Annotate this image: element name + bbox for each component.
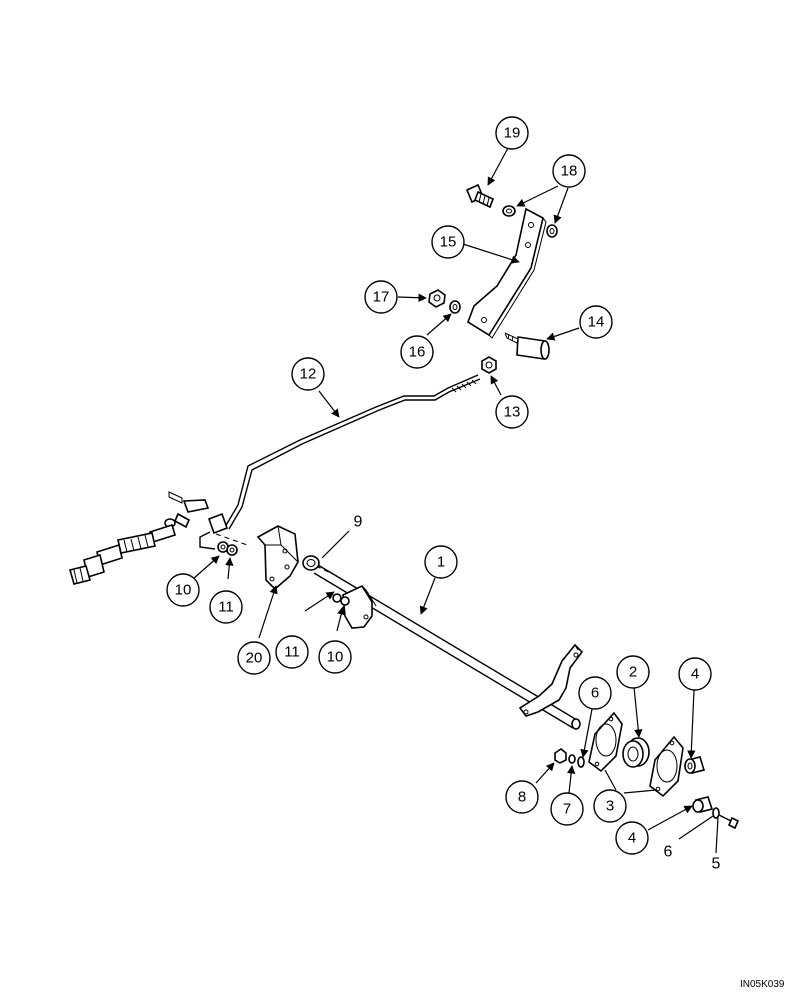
- svg-text:1: 1: [437, 554, 445, 571]
- callout-15: 15: [431, 225, 465, 259]
- washer-part-7: [568, 754, 576, 764]
- callout-18: 18: [552, 154, 586, 188]
- rod-part-12: [199, 374, 481, 550]
- callout-13: 13: [495, 395, 529, 429]
- leader-lines: [192, 147, 719, 854]
- svg-text:4: 4: [628, 830, 636, 847]
- callout-4-lower: 4: [615, 821, 649, 855]
- figure-code: IN05K039: [740, 979, 785, 990]
- svg-text:6: 6: [591, 685, 599, 702]
- washer-part-6: [577, 756, 585, 768]
- svg-text:19: 19: [504, 125, 521, 142]
- callout-7: 7: [550, 792, 584, 826]
- callout-6-upper: 6: [578, 676, 612, 710]
- callout-19: 19: [495, 116, 529, 150]
- svg-text:18: 18: [561, 163, 578, 180]
- callout-2: 2: [616, 655, 650, 689]
- svg-text:10: 10: [175, 582, 192, 599]
- bushing-part-4b: [692, 796, 714, 813]
- spacer-part-14: [504, 332, 550, 360]
- svg-text:3: 3: [606, 798, 614, 815]
- callout-10-left: 10: [166, 573, 200, 607]
- callout-16: 16: [400, 335, 434, 369]
- washer-part-18b: [546, 224, 558, 238]
- svg-text:13: 13: [504, 404, 521, 421]
- bolt-part-19: [465, 183, 495, 209]
- flange-part-3a: [588, 711, 623, 773]
- svg-text:5: 5: [712, 856, 721, 873]
- washer-part-10-middle: [340, 596, 350, 606]
- label-6-lower: 6: [664, 844, 673, 861]
- bolt-part-5: [718, 814, 740, 830]
- svg-text:2: 2: [629, 664, 637, 681]
- washer-part-6-lower: [712, 807, 720, 819]
- callout-1: 1: [424, 545, 458, 579]
- label-5: 5: [712, 856, 721, 873]
- washer-part-11-left: [226, 544, 238, 556]
- washer-part-11-middle: [332, 593, 342, 603]
- lever-part-right: [518, 643, 584, 717]
- callout-4-upper: 4: [678, 657, 712, 691]
- svg-text:4: 4: [691, 666, 699, 683]
- svg-text:20: 20: [246, 650, 263, 667]
- svg-text:15: 15: [440, 234, 457, 251]
- callout-14: 14: [579, 305, 613, 339]
- bushing-part-9: [302, 555, 320, 571]
- bracket-part-15: [467, 207, 547, 339]
- washer-part-16: [449, 300, 461, 314]
- lever-bracket-middle: [342, 584, 377, 629]
- bushing-part-4a: [684, 756, 706, 774]
- callout-10-middle: 10: [318, 640, 352, 674]
- nut-part-17: [428, 289, 446, 308]
- svg-text:11: 11: [218, 599, 234, 616]
- callout-12: 12: [291, 357, 325, 391]
- callout-8: 8: [505, 780, 539, 814]
- cable-end-assembly: [69, 491, 210, 585]
- svg-text:7: 7: [563, 801, 571, 818]
- label-9: 9: [354, 514, 363, 531]
- svg-text:14: 14: [588, 314, 605, 331]
- svg-text:6: 6: [664, 844, 673, 861]
- svg-text:10: 10: [327, 649, 344, 666]
- nut-part-13: [481, 356, 497, 374]
- callout-3: 3: [593, 789, 627, 823]
- nut-part-8: [554, 748, 567, 764]
- svg-text:8: 8: [518, 789, 526, 806]
- dashed-guide-left: [215, 533, 251, 547]
- svg-text:16: 16: [409, 344, 426, 361]
- svg-text:12: 12: [300, 366, 317, 383]
- callout-17: 17: [364, 280, 398, 314]
- svg-text:11: 11: [284, 644, 300, 661]
- bracket-part-20: [256, 525, 299, 591]
- svg-text:9: 9: [354, 514, 363, 531]
- svg-text:17: 17: [373, 289, 390, 306]
- callout-20: 20: [237, 641, 271, 675]
- callout-11-middle: 11: [275, 635, 309, 669]
- flange-part-3b: [649, 735, 684, 798]
- callout-11-left: 11: [209, 590, 243, 624]
- washer-part-18a: [502, 205, 516, 217]
- bearing-part-2: [622, 737, 650, 768]
